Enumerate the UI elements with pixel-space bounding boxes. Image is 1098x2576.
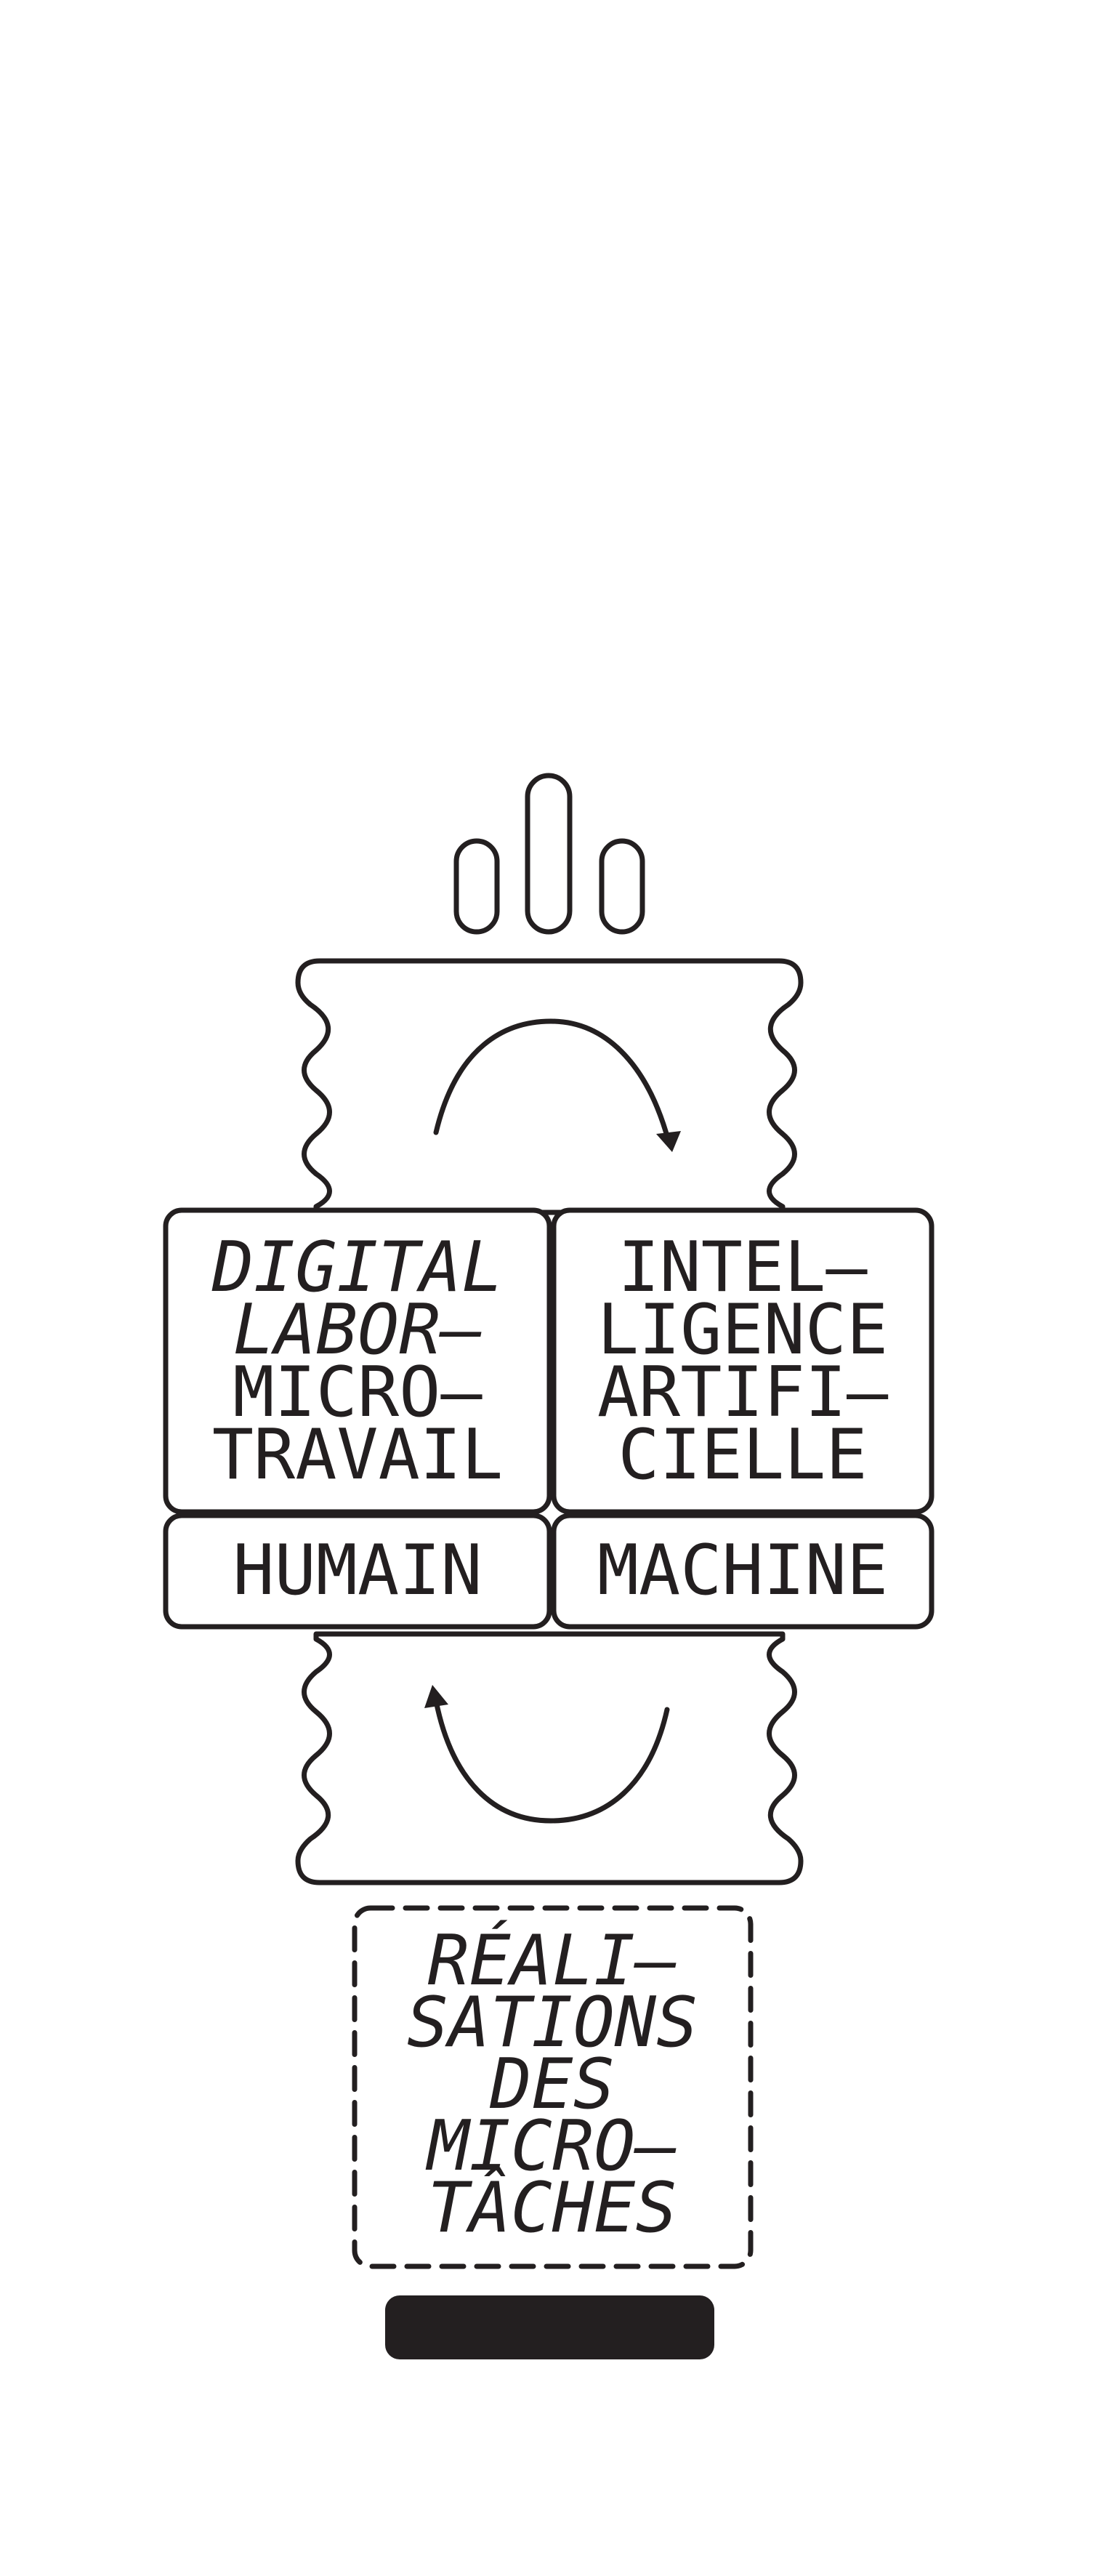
digital-labor-line-3: MICRO–	[233, 1353, 483, 1433]
digital-labor-box: DIGITAL LABOR– MICRO– TRAVAIL	[163, 1207, 552, 1515]
ia-line-2: LIGENCE	[597, 1290, 888, 1370]
ia-line-4: CIELLE	[618, 1415, 867, 1495]
ia-line-1: INTEL–	[618, 1228, 868, 1308]
realisations-line-2: SATIONS	[407, 1983, 698, 2063]
realisations-line-5: TÂCHES	[427, 2168, 677, 2248]
upper-wavy-connector	[295, 958, 804, 1215]
digital-labor-line-4: TRAVAIL	[212, 1415, 503, 1495]
machine-label: MACHINE	[597, 1531, 888, 1611]
humain-box: HUMAIN	[163, 1513, 552, 1630]
base-bar-icon	[385, 2295, 714, 2359]
realisations-line-4: MICRO–	[425, 2106, 677, 2186]
digital-labor-line-2: LABOR–	[233, 1290, 482, 1370]
humain-label: HUMAIN	[233, 1531, 482, 1611]
lower-wavy-connector	[295, 1631, 804, 1885]
intelligence-artificielle-box: INTEL– LIGENCE ARTIFI– CIELLE	[551, 1207, 934, 1515]
machine-box: MACHINE	[551, 1513, 934, 1630]
three-pills-icon	[453, 773, 645, 935]
counterclockwise-arrow-icon	[424, 1685, 670, 1824]
clockwise-arrow-icon	[433, 1018, 681, 1152]
realisations-line-3: DES	[489, 2045, 615, 2125]
digital-labor-line-1: DIGITAL	[211, 1228, 503, 1308]
realisations-box: RÉALI– SATIONS DES MICRO– TÂCHES	[352, 1905, 754, 2269]
ia-line-3: ARTIFI–	[597, 1353, 889, 1433]
realisations-line-1: RÉALI–	[427, 1920, 677, 2001]
